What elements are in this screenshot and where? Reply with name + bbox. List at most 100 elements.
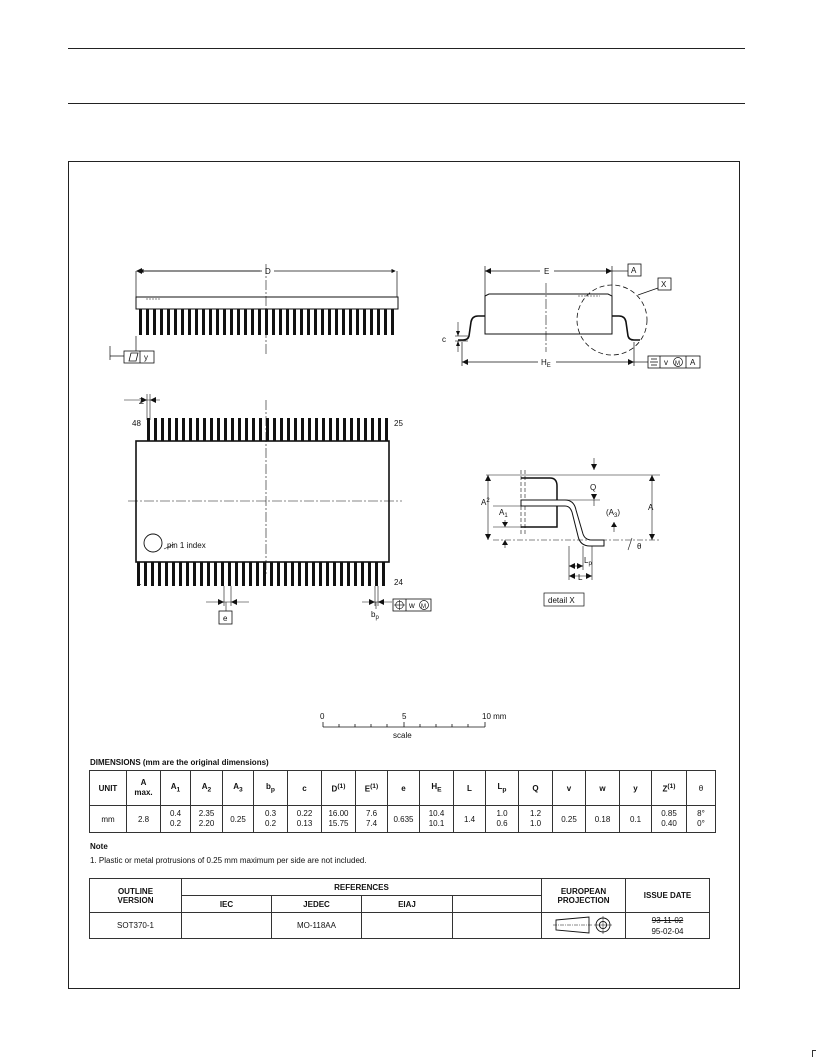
top-view: Z 48 25 pin 1 ind <box>124 394 432 625</box>
cell-e: 0.635 <box>387 805 420 833</box>
eiaj-header: EIAJ <box>361 895 453 913</box>
col-a1: A1 <box>160 770 191 806</box>
col-bp: bp <box>253 770 288 806</box>
dim-label-he: HE <box>541 358 551 369</box>
svg-text:A: A <box>690 358 696 367</box>
mmc-icon <box>419 600 429 610</box>
dim-label-a1: A1 <box>499 508 508 519</box>
col-theta: θ <box>686 770 716 806</box>
col-l: L <box>453 770 486 806</box>
package-drawing: D <box>109 263 701 740</box>
pin-1-label: 1 <box>137 578 142 587</box>
col-e-body: E(1) <box>355 770 388 806</box>
col-q: Q <box>518 770 553 806</box>
scale-tick-0: 0 <box>320 712 325 721</box>
eiaj-value <box>361 912 453 939</box>
pitch-e-box <box>218 610 233 625</box>
dim-label-c: c <box>442 335 446 344</box>
side-view: D <box>109 264 399 364</box>
scale-caption: scale <box>393 731 412 740</box>
flatness-tolerance-frame: y <box>123 350 155 364</box>
cell-w: 0.18 <box>585 805 620 833</box>
dim-label-a: A <box>648 503 654 512</box>
note-text: 1. Plastic or metal protrusions of 0.25 … <box>90 856 367 865</box>
pin1-index-label: pin 1 index <box>167 541 206 550</box>
page-corner-mark <box>812 1050 816 1057</box>
dim-label-theta: θ <box>637 542 642 551</box>
detail-x-label-box <box>543 592 585 607</box>
detail-x-view: A2 A1 A Q (A3) θ Lp L detail X <box>481 458 660 607</box>
flatness-icon <box>128 352 139 362</box>
svg-text:v: v <box>664 358 668 367</box>
dim-label-q: Q <box>590 483 596 492</box>
col-z: Z(1) <box>651 770 687 806</box>
col-w: w <box>585 770 620 806</box>
scale-tick-10: 10 mm <box>482 712 507 721</box>
scale-bar: 0 5 10 mm scale <box>320 712 507 740</box>
svg-text:w: w <box>408 601 415 610</box>
svg-text:X: X <box>661 280 667 289</box>
cell-y: 0.1 <box>619 805 652 833</box>
col-he: HE <box>419 770 454 806</box>
detail-x-label: detail X <box>548 596 575 605</box>
header-rule-bottom <box>68 103 745 104</box>
col-a2: A2 <box>190 770 223 806</box>
dim-label-e: E <box>544 267 549 276</box>
svg-text:A: A <box>631 266 637 275</box>
svg-text:y: y <box>144 353 148 362</box>
scale-tick-5: 5 <box>402 712 407 721</box>
first-angle-projection-icon <box>552 915 612 934</box>
dim-label-a3: (A3) <box>606 508 620 519</box>
dim-label-bp: bp <box>371 610 379 621</box>
pin-25-label: 25 <box>394 419 403 428</box>
dim-label-z: Z <box>139 397 144 406</box>
dim-label-l: L <box>578 573 583 582</box>
dim-label-lp: Lp <box>584 556 592 567</box>
svg-text:e: e <box>223 614 228 623</box>
iec-value <box>181 912 272 939</box>
col-unit: UNIT <box>89 770 127 806</box>
projection-symbol <box>541 912 626 939</box>
position-tolerance-frame: v M A <box>647 355 701 369</box>
pin-48-label: 48 <box>132 419 141 428</box>
note-title: Note <box>90 842 108 851</box>
blank-header <box>452 895 542 913</box>
outline-drawing-frame <box>68 161 740 989</box>
cell-v: 0.25 <box>552 805 586 833</box>
header-rule-top <box>68 48 745 49</box>
lead-position-tolerance-frame: w M <box>392 598 432 612</box>
symmetry-icon <box>650 358 658 366</box>
issue-date-header: ISSUE DATE <box>625 878 710 913</box>
outline-version-value: SOT370-1 <box>89 912 182 939</box>
pin-24-label: 24 <box>394 578 403 587</box>
iec-header: IEC <box>181 895 272 913</box>
blank-value <box>452 912 542 939</box>
cell-a-max: 2.8 <box>126 805 161 833</box>
dimensions-title: DIMENSIONS (mm are the original dimensio… <box>90 758 269 767</box>
col-e: e <box>387 770 420 806</box>
dim-label-a2: A2 <box>481 498 490 507</box>
top-leads-upper <box>147 418 388 442</box>
col-a3: A3 <box>222 770 254 806</box>
svg-text:M: M <box>675 361 680 367</box>
pin1-index-dot <box>143 533 163 553</box>
jedec-value: MO-118AA <box>271 912 362 939</box>
cell-a3: 0.25 <box>222 805 254 833</box>
jedec-header: JEDEC <box>271 895 362 913</box>
svg-text:M: M <box>421 604 426 610</box>
col-c: c <box>287 770 322 806</box>
end-view: E A X c HE v M <box>442 263 701 369</box>
